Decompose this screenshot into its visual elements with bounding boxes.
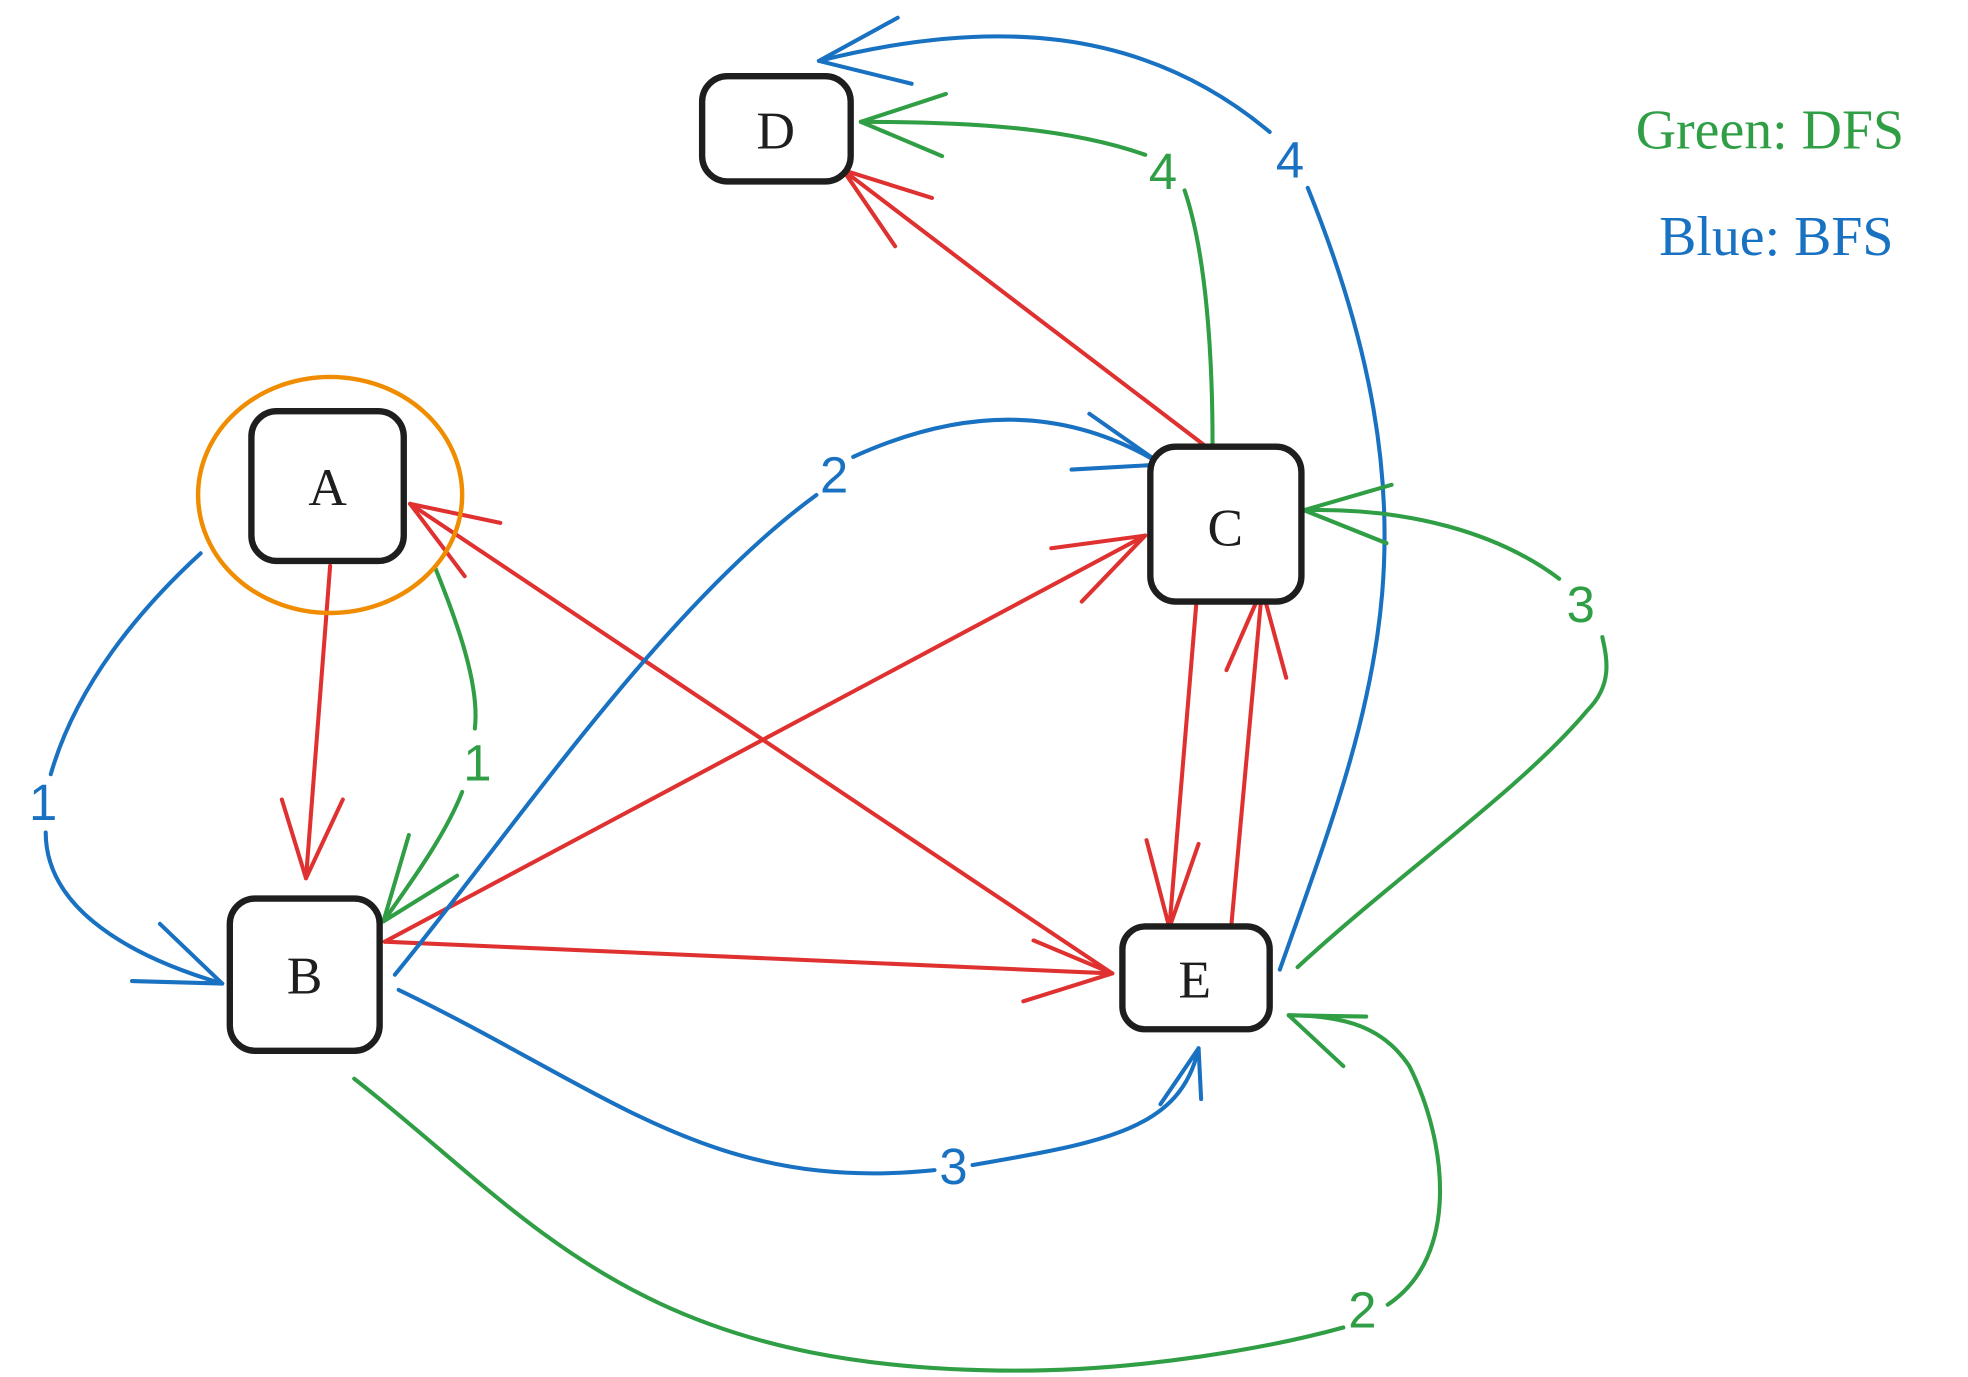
graph-edge-c-d (841, 168, 1219, 457)
dfs-edge-4 (858, 91, 1215, 447)
legend-bfs: Blue: BFS (1659, 206, 1893, 268)
arrowhead-icon (1158, 1046, 1204, 1107)
bfs-order-label: 4 (1276, 132, 1304, 189)
dfs-edge-2 (352, 1013, 1443, 1373)
node-e-label: E (1178, 950, 1211, 1010)
node-a[interactable]: A (248, 408, 407, 565)
node-a-label: A (308, 457, 347, 517)
arrowhead-icon (1286, 1013, 1369, 1069)
legend: Green: DFS Blue: BFS (1636, 99, 1904, 268)
bfs-order-label: 3 (939, 1138, 967, 1195)
start-node-highlight (195, 374, 465, 616)
node-d[interactable]: D (698, 72, 854, 185)
bfs-edge-2 (392, 411, 1164, 977)
graph-edges (279, 168, 1289, 1004)
arrowhead-icon (816, 15, 914, 86)
node-e[interactable]: E (1119, 923, 1273, 1033)
dfs-edges (352, 91, 1609, 1373)
bfs-edge-3 (396, 987, 1204, 1176)
arrowhead-icon (1049, 533, 1148, 604)
graph-edge-e-a (408, 501, 1115, 976)
node-d-label: D (757, 100, 796, 160)
graph-edge-e-c (1224, 586, 1289, 925)
graph-edge-b-e (382, 938, 1115, 1004)
dfs-order-label: 2 (1348, 1282, 1376, 1339)
graph-edge-b-c (382, 533, 1148, 944)
dfs-edge-3 (1295, 482, 1609, 970)
arrowhead-icon (381, 833, 460, 924)
node-c[interactable]: C (1147, 443, 1305, 605)
arrowhead-icon (279, 797, 345, 881)
dfs-order-label: 3 (1567, 576, 1595, 633)
legend-dfs: Green: DFS (1636, 99, 1904, 161)
dfs-order-label: 4 (1149, 143, 1177, 200)
graph-edge-c-e (1144, 589, 1201, 930)
graph-edge-a-b (279, 563, 345, 881)
bfs-edge-1 (43, 551, 225, 986)
node-b-label: B (287, 946, 323, 1006)
dfs-order-label: 1 (463, 735, 491, 792)
node-c-label: C (1207, 498, 1243, 558)
node-b[interactable]: B (226, 895, 383, 1055)
arrowhead-icon (130, 921, 225, 986)
dfs-edge-1 (381, 566, 478, 924)
bfs-order-label: 2 (820, 446, 848, 503)
arrowhead-icon (858, 91, 948, 159)
bfs-order-label: 1 (29, 774, 57, 831)
bfs-edge-4 (816, 15, 1387, 972)
